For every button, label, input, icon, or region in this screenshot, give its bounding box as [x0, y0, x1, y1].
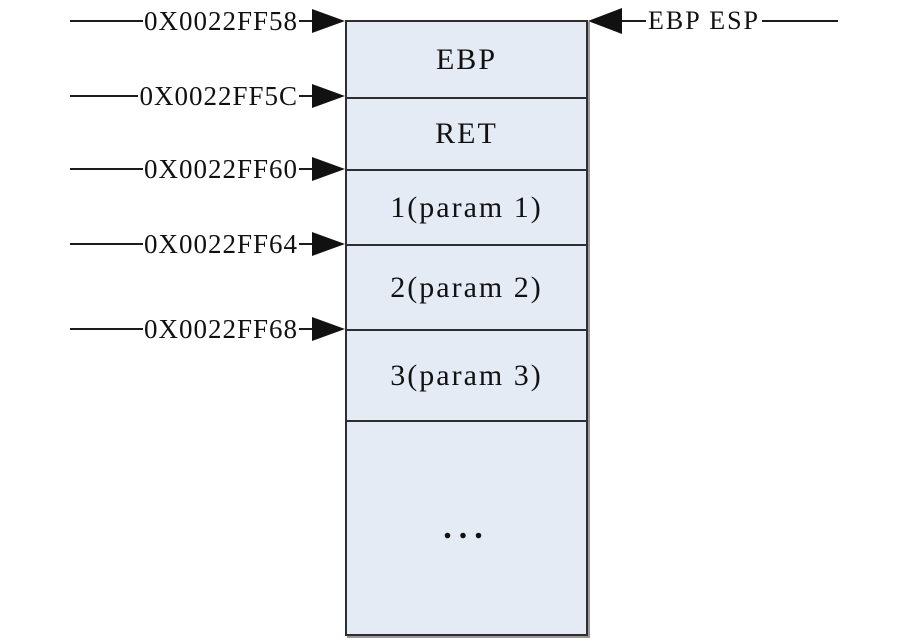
leader-line — [70, 20, 143, 22]
leader-line — [70, 243, 143, 245]
arrow-right-icon — [312, 157, 345, 181]
stack-box: EBP RET 1(param 1) 2(param 2) 3(param 3)… — [345, 20, 588, 636]
leader-line — [299, 328, 312, 330]
stack-cell-param2: 2(param 2) — [347, 244, 586, 329]
arrow-left-icon — [588, 8, 622, 34]
leader-line — [299, 20, 312, 22]
arrow-right-icon — [312, 317, 345, 341]
address-label: 0X0022FF68 — [143, 313, 298, 344]
leader-line — [70, 328, 143, 330]
register-pointer-row: EBP ESP — [588, 4, 838, 38]
address-row-0x0022ff5c: 0X0022FF5C — [70, 79, 345, 113]
leader-line — [70, 168, 143, 170]
address-row-0x0022ff60: 0X0022FF60 — [70, 152, 345, 186]
arrow-right-icon — [312, 232, 345, 256]
leader-line — [622, 20, 646, 22]
address-label: 0X0022FF58 — [143, 5, 298, 36]
address-row-0x0022ff64: 0X0022FF64 — [70, 227, 345, 261]
address-label: 0X0022FF64 — [143, 228, 298, 259]
address-label: 0X0022FF60 — [143, 153, 298, 184]
address-label: 0X0022FF5C — [139, 80, 298, 111]
address-row-0x0022ff68: 0X0022FF68 — [70, 312, 345, 346]
stack-cell-ebp: EBP — [435, 42, 498, 76]
leader-line — [299, 95, 312, 97]
stack-cell-param1: 1(param 1) — [347, 169, 586, 244]
arrow-right-icon — [312, 84, 345, 108]
leader-line — [299, 168, 312, 170]
arrow-right-icon — [312, 9, 345, 33]
stack-cell-ret: RET — [347, 97, 586, 169]
register-pointer-label: EBP ESP — [648, 6, 761, 35]
stack-cell-param3: 3(param 3) — [347, 329, 586, 420]
stack-cell-ellipsis: ... — [347, 420, 586, 634]
address-row-0x0022ff58: 0X0022FF58 — [70, 4, 345, 38]
leader-line — [70, 95, 139, 97]
leader-line — [762, 20, 838, 22]
leader-line — [299, 243, 312, 245]
